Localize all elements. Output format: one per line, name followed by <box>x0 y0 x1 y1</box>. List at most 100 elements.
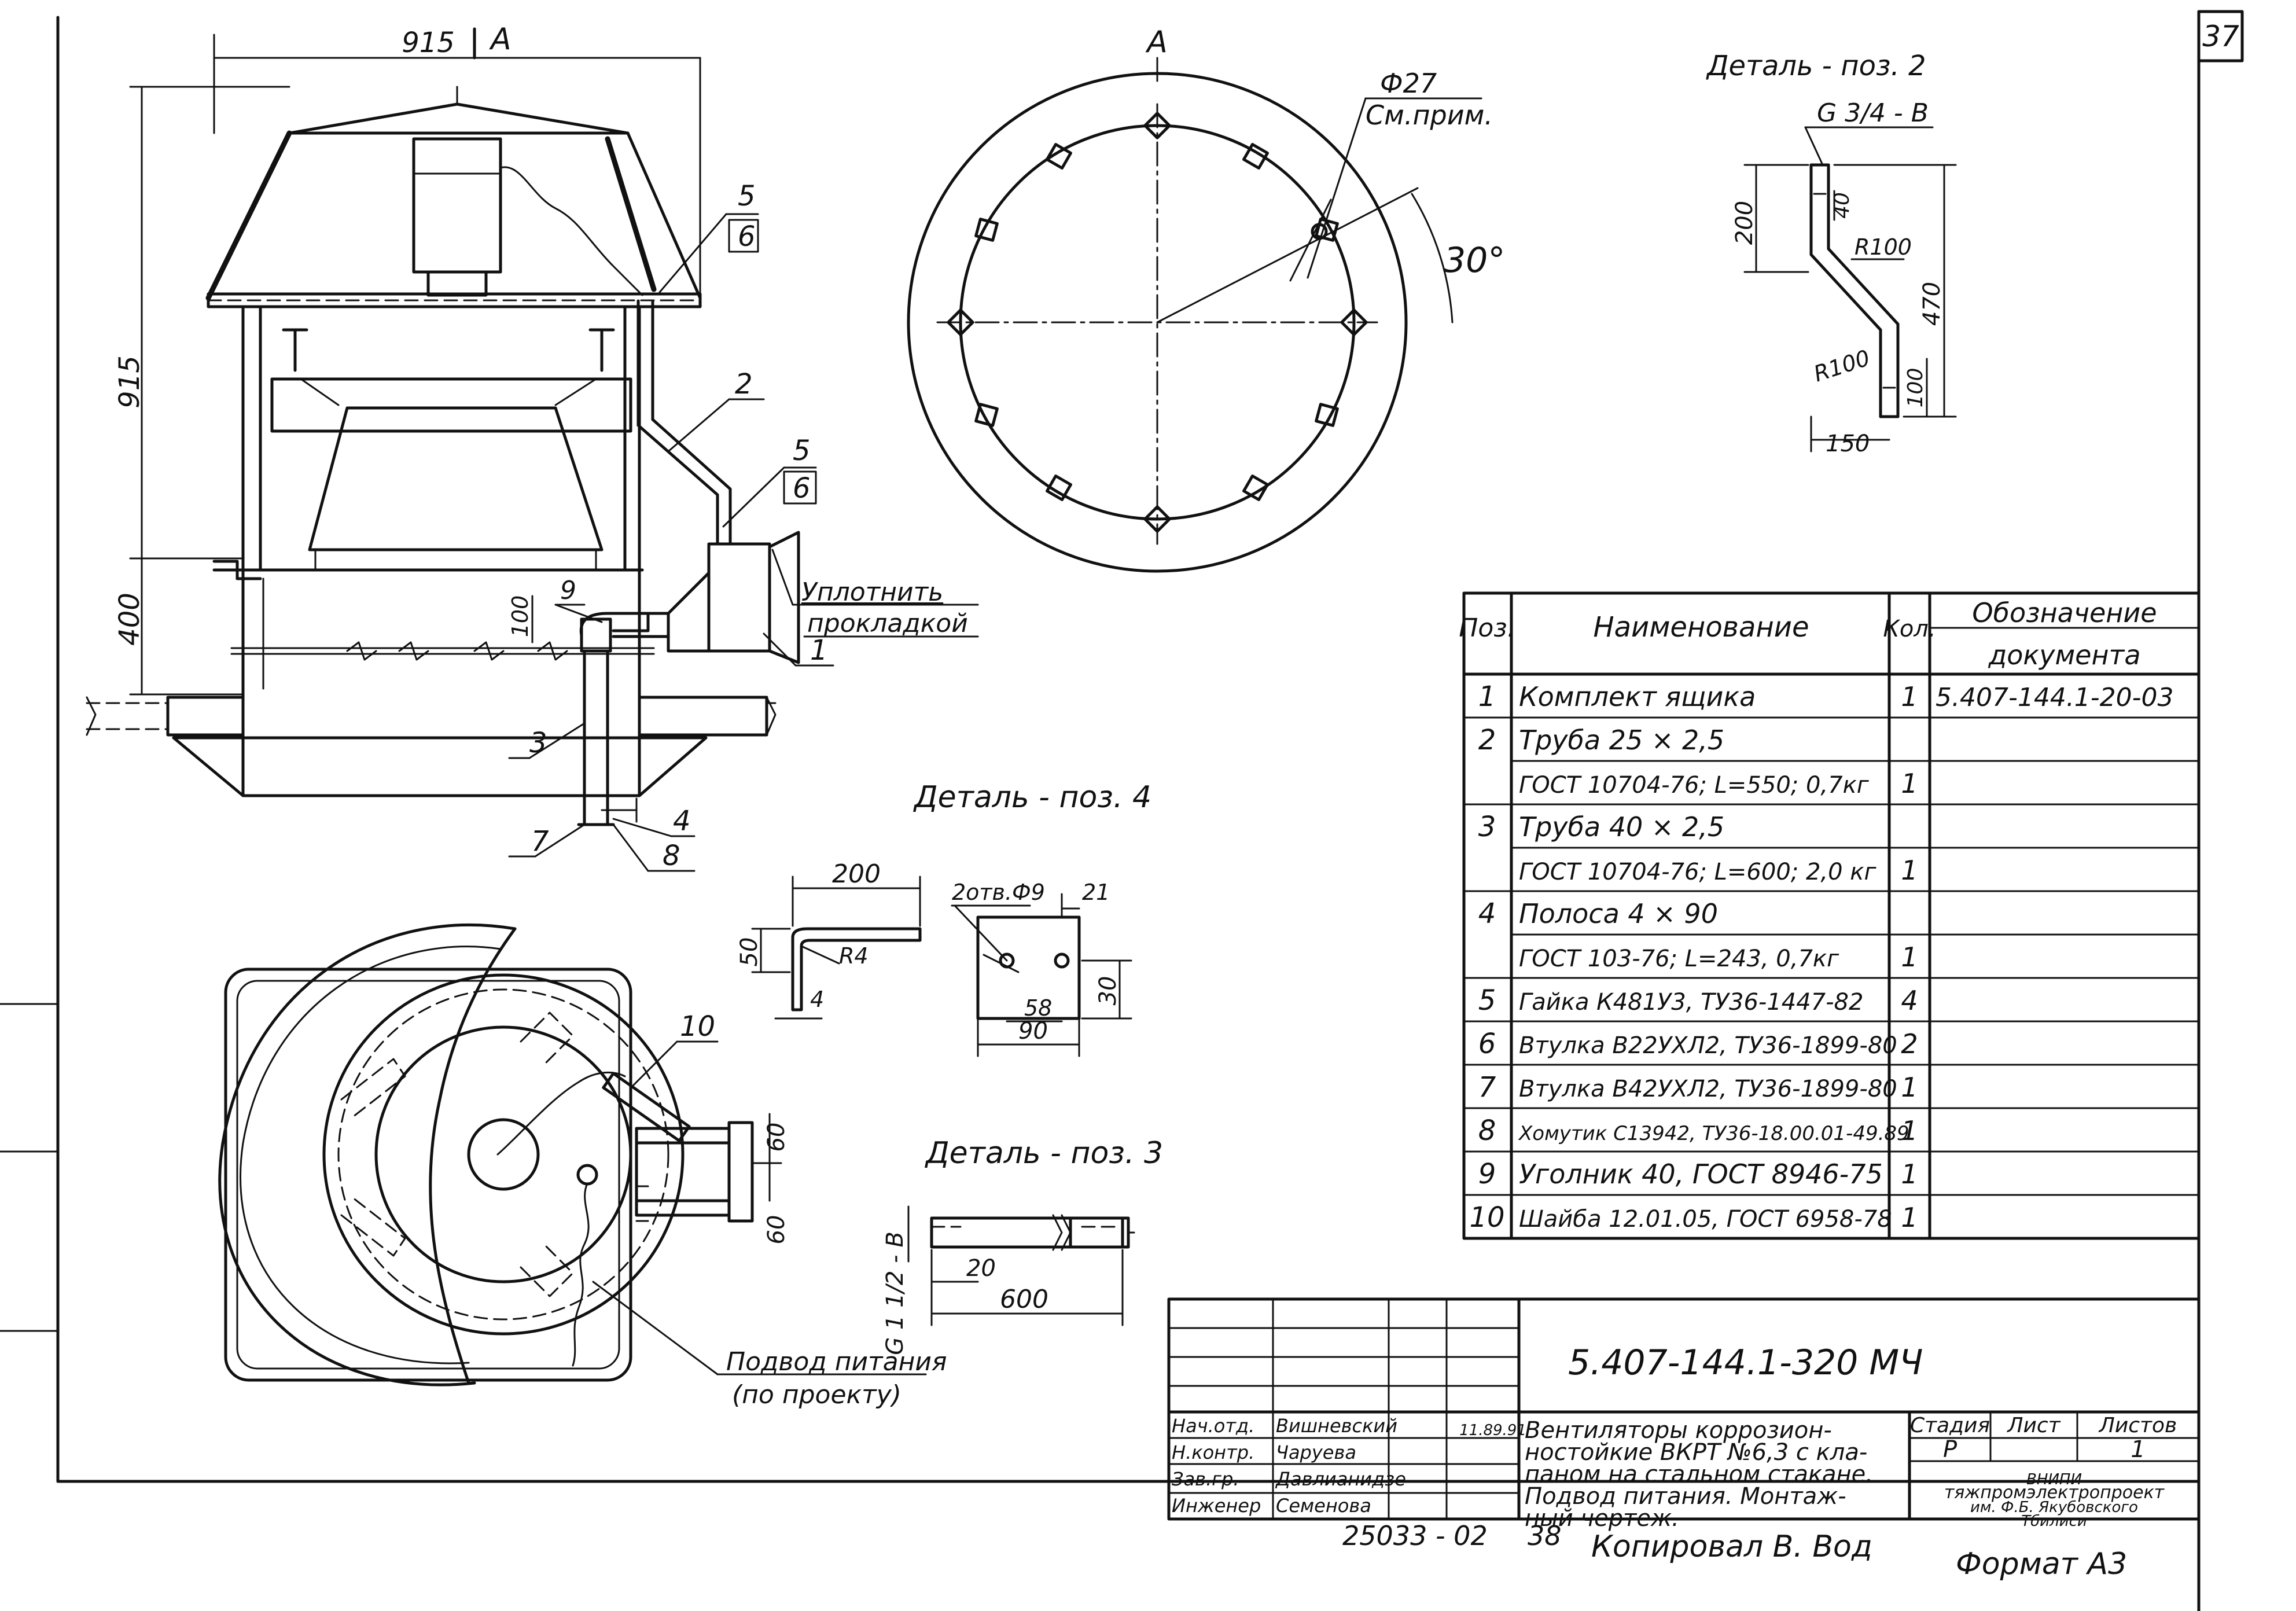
callout-pos-10: 10 <box>680 1010 715 1043</box>
plan-dim-60b: 60 <box>763 1215 790 1245</box>
detail-4-title: Деталь - поз. 4 <box>913 780 1151 815</box>
spec-row: 4 Полоса 4 × 90 <box>1478 898 1718 930</box>
main-elevation-view: 915 A 915 400 <box>86 22 979 872</box>
spec-row-name: Труба 40 × 2,5 <box>1519 811 1724 843</box>
spec-row-qty: 1 <box>1901 1115 1918 1146</box>
power-note-line2: (по проекту) <box>732 1380 902 1410</box>
callout-pos-6a: 6 <box>738 220 756 253</box>
spec-row-name: Втулка В22УХЛ2, ТУ36-1899-80 <box>1519 1032 1897 1059</box>
sheet-footer: 25033 - 02 38 Копировал В. Вод Формат А3 <box>1342 1520 2127 1581</box>
detail-4-dim-4: 4 <box>810 987 824 1012</box>
spec-row-pos: 5 <box>1478 984 1496 1017</box>
detail-4-r4: R4 <box>839 943 869 969</box>
footer-format: Формат А3 <box>1956 1547 2127 1581</box>
callout-pos-5a: 5 <box>738 180 756 212</box>
spec-row-qty: 1 <box>1901 1072 1918 1103</box>
spec-row-pos: 2 <box>1478 724 1496 756</box>
callout-pos-9: 9 <box>560 576 576 605</box>
footer-copied: Копировал В. Вод <box>1591 1529 1872 1564</box>
detail-2-r100a: R100 <box>1855 234 1912 260</box>
signer-role: Н.контр. <box>1172 1441 1254 1463</box>
spec-row-name: Комплект ящика <box>1519 681 1756 712</box>
spec-row-pos: 8 <box>1478 1115 1496 1147</box>
spec-row-name: Полоса 4 × 90 <box>1519 898 1718 929</box>
section-a-view: A 30° Ф27 См.прим. <box>907 25 1505 573</box>
sheet-label: Лист <box>2006 1414 2060 1437</box>
stage-label: Стадия <box>1910 1414 1990 1437</box>
spec-row-qty: 1 <box>1901 681 1918 712</box>
detail-3-dim-20: 20 <box>966 1255 996 1282</box>
org-line: им. Ф.Б. Якубовского <box>1970 1499 2138 1516</box>
plan-dim-60a: 60 <box>763 1123 790 1152</box>
detail-pos-3: Деталь - поз. 3 G 1 1/2 - В 20 600 <box>882 1136 1163 1355</box>
seal-note-line2: прокладкой <box>807 609 968 638</box>
detail-2-title: Деталь - поз. 2 <box>1706 50 1926 82</box>
spec-row: ГОСТ 103-76; L=243, 0,7кг 1 <box>1519 941 1918 973</box>
org-line: ВНИПИ <box>2026 1471 2082 1488</box>
spec-row-pos: 6 <box>1478 1028 1496 1060</box>
sign-date: 11.89.91 <box>1459 1422 1526 1439</box>
spec-row-qty: 1 <box>1901 1202 1918 1233</box>
signer-role: Зав.гр. <box>1172 1468 1239 1490</box>
spec-row-name: Гайка К481У3, ТУ36-1447-82 <box>1519 989 1863 1016</box>
hole-dia-27: Ф27 <box>1380 68 1437 99</box>
org-line: тяжпромэлектропроект <box>1944 1483 2165 1503</box>
detail-pos-4: Деталь - поз. 4 200 50 R4 4 2отв.Ф9 21 5… <box>736 780 1151 1057</box>
spec-header-qty: Кол. <box>1883 616 1936 642</box>
dim-base-400: 400 <box>113 593 146 646</box>
spec-header-pos: Поз. <box>1459 613 1515 643</box>
detail-2-dim-200: 200 <box>1731 201 1758 245</box>
view-arrow-a: A <box>489 22 512 57</box>
detail-2-thread: G 3/4 - В <box>1817 98 1929 128</box>
hole-note: См.прим. <box>1366 100 1493 131</box>
callout-pos-8: 8 <box>663 840 680 872</box>
signer-role: Нач.отд. <box>1172 1415 1254 1437</box>
footer-page: 38 <box>1528 1520 1562 1551</box>
callout-pos-1: 1 <box>810 634 828 667</box>
detail-pos-2: Деталь - поз. 2 G 3/4 - В 200 40 R100 47… <box>1706 50 1957 457</box>
callout-pos-2: 2 <box>735 368 753 400</box>
spec-row-pos: 3 <box>1478 811 1496 843</box>
spec-row-qty: 2 <box>1901 1028 1918 1060</box>
callout-pos-5b: 5 <box>793 435 811 467</box>
power-note-line1: Подвод питания <box>726 1347 947 1377</box>
detail-2-dim-470: 470 <box>1919 282 1945 326</box>
bolt-holes <box>947 112 1368 533</box>
sheets-value: 1 <box>2131 1436 2145 1463</box>
spec-header-doc1: Обозначение <box>1972 597 2157 628</box>
detail-4-dim-50: 50 <box>736 937 763 967</box>
detail-2-dim-100: 100 <box>1904 368 1927 408</box>
stage-value: Р <box>1943 1436 1958 1463</box>
spec-row-pos: 9 <box>1478 1158 1496 1190</box>
dim-top-915: 915 <box>402 27 455 59</box>
detail-3-title: Деталь - поз. 3 <box>925 1136 1163 1171</box>
sheet-number: 37 <box>2202 20 2239 53</box>
spec-row-pos: 1 <box>1478 681 1496 713</box>
spec-row-name: Шайба 12.01.05, ГОСТ 6958-78 <box>1519 1206 1892 1233</box>
title-description: Вентиляторы коррозион-ностойкие ВКРТ №6,… <box>1525 1417 1873 1532</box>
spec-row-qty: 1 <box>1901 1158 1918 1190</box>
spec-row-name: Уголник 40, ГОСТ 8946-75 <box>1519 1158 1883 1190</box>
spec-row-qty: 1 <box>1901 941 1918 973</box>
spec-row-qty: 1 <box>1901 768 1918 799</box>
spec-row-name: ГОСТ 10704-76; L=600; 2,0 кг <box>1519 859 1876 885</box>
spec-row-qty: 1 <box>1901 855 1918 886</box>
spec-row-qty: 4 <box>1901 985 1918 1016</box>
spec-row-name: ГОСТ 103-76; L=243, 0,7кг <box>1519 946 1839 972</box>
signer-name: Чаруева <box>1276 1441 1356 1463</box>
callout-pos-4: 4 <box>673 805 691 837</box>
detail-4-dim-200: 200 <box>832 859 881 889</box>
signer-name: Семенова <box>1276 1495 1371 1517</box>
title-line: ный чертеж. <box>1525 1505 1679 1532</box>
spec-row-pos: 4 <box>1478 898 1496 930</box>
footer-number: 25033 - 02 <box>1342 1520 1488 1551</box>
signer-name: Давлианидзе <box>1275 1468 1406 1490</box>
spec-row: 9 Уголник 40, ГОСТ 8946-75 1 <box>1478 1158 1918 1190</box>
detail-4-dim-21: 21 <box>1082 880 1110 905</box>
spec-header-name: Наименование <box>1593 611 1809 643</box>
